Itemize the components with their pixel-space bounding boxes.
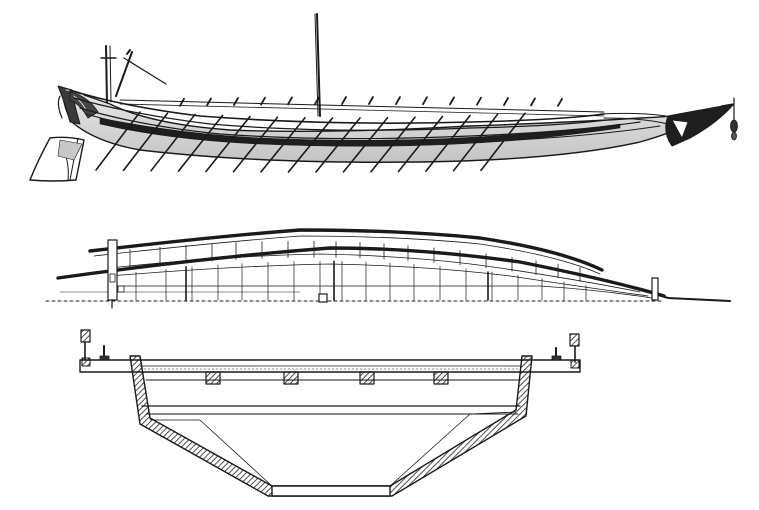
outrigger-right xyxy=(551,333,580,369)
outrigger-left xyxy=(80,329,110,367)
oar xyxy=(150,113,196,172)
oar xyxy=(177,114,224,172)
lower-sheer-strake xyxy=(56,246,666,298)
thole-pins xyxy=(179,96,563,107)
oar xyxy=(315,117,361,173)
thole-pin xyxy=(368,96,374,105)
steering-rudder xyxy=(29,136,85,182)
thole-pin xyxy=(395,96,401,105)
stern-spars xyxy=(100,45,167,105)
hull-plank-elevation-view xyxy=(45,228,731,309)
beam-block xyxy=(283,371,299,385)
bow-post-elevation xyxy=(651,277,659,301)
thole-pin xyxy=(260,96,266,106)
thole-pin xyxy=(557,97,563,107)
beam-block xyxy=(359,371,375,385)
keel-block xyxy=(318,293,328,303)
oar xyxy=(232,116,279,173)
inner-ceiling xyxy=(141,379,521,487)
beam-block xyxy=(205,371,221,385)
beam-blocks xyxy=(205,371,449,385)
beam-block xyxy=(433,371,449,385)
keelson xyxy=(271,485,391,497)
thole-pin xyxy=(341,96,347,105)
oar xyxy=(95,111,141,171)
thole-pin xyxy=(530,97,536,107)
plank-lines xyxy=(59,235,653,299)
stern-post-elevation xyxy=(107,239,125,309)
thole-pin xyxy=(503,97,509,106)
thole-pin xyxy=(206,97,212,107)
thole-pin xyxy=(476,96,482,106)
thole-pin xyxy=(287,96,293,106)
deck-beam xyxy=(79,359,581,373)
oar xyxy=(452,113,499,172)
oar xyxy=(287,117,334,173)
galley-profile-view xyxy=(29,13,738,182)
oar xyxy=(370,116,416,173)
hull-shell xyxy=(129,355,533,497)
oar xyxy=(342,116,389,173)
oar xyxy=(260,116,306,173)
bow-ornament xyxy=(730,97,738,141)
oar xyxy=(480,112,526,172)
oar-bank xyxy=(95,111,526,173)
bow-tail xyxy=(661,295,731,302)
thole-pin xyxy=(179,97,185,107)
thole-pin xyxy=(449,96,455,106)
oar xyxy=(397,115,444,173)
hull-cross-section-view xyxy=(79,329,581,497)
thole-pin xyxy=(422,96,428,106)
thole-pin xyxy=(314,96,320,106)
upper-sheer-strake xyxy=(88,228,604,272)
thole-pin xyxy=(233,97,239,106)
oar xyxy=(205,115,251,173)
vertical-frames xyxy=(129,240,587,301)
oar xyxy=(425,114,471,172)
oar xyxy=(122,112,169,172)
